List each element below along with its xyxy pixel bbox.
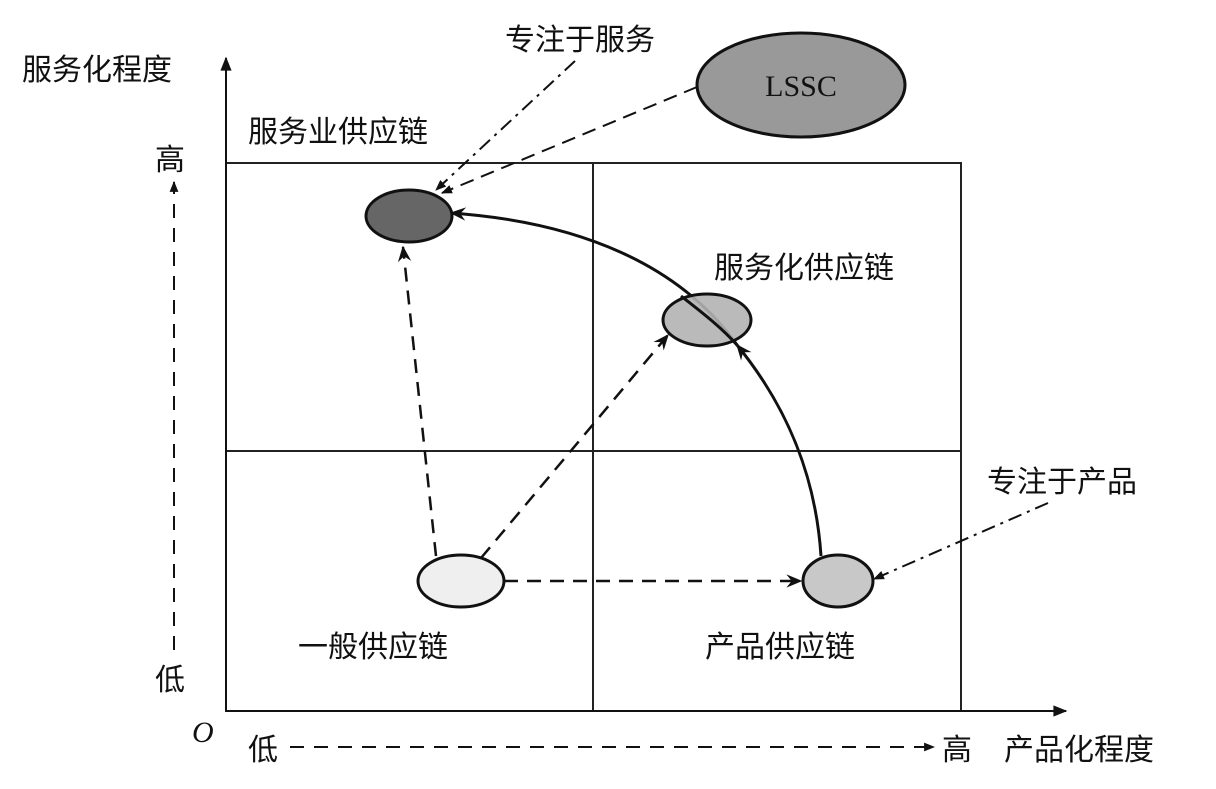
service-industry-node — [364, 188, 454, 244]
y-low-label: 低 — [155, 663, 185, 698]
quadrant-label-general: 一般供应链 — [298, 630, 448, 665]
quadrant-label-product: 产品供应链 — [705, 630, 855, 665]
lssc-label: LSSC — [765, 70, 837, 103]
quadrant-grid — [225, 162, 962, 712]
product-node — [801, 553, 875, 609]
x-high-label: 高 — [942, 733, 972, 768]
x-low-label: 低 — [248, 733, 278, 768]
general-to-service-industry-arrow — [397, 245, 438, 557]
servitized-node — [661, 292, 753, 348]
lssc-pointer — [440, 86, 698, 194]
product-to-servitized-arrow — [735, 343, 823, 557]
quadrant-label-servitized: 服务化供应链 — [714, 251, 894, 286]
focus-service-pointer — [435, 60, 576, 191]
annotation-focus-service: 专注于服务 — [505, 23, 655, 58]
y-axis-title: 服务化程度 — [22, 53, 172, 88]
origin-label: O — [192, 716, 214, 749]
quadrant-label-service-industry: 服务业供应链 — [248, 115, 428, 150]
y-high-label: 高 — [155, 143, 185, 178]
general-to-servitized-arrow — [480, 333, 669, 559]
general-node — [416, 553, 506, 609]
curve-through-servitized — [680, 294, 739, 347]
lssc-node — [695, 31, 907, 139]
annotation-focus-product: 专注于产品 — [987, 465, 1137, 500]
x-axis-title: 产品化程度 — [1004, 733, 1154, 768]
focus-product-pointer — [872, 502, 1049, 580]
